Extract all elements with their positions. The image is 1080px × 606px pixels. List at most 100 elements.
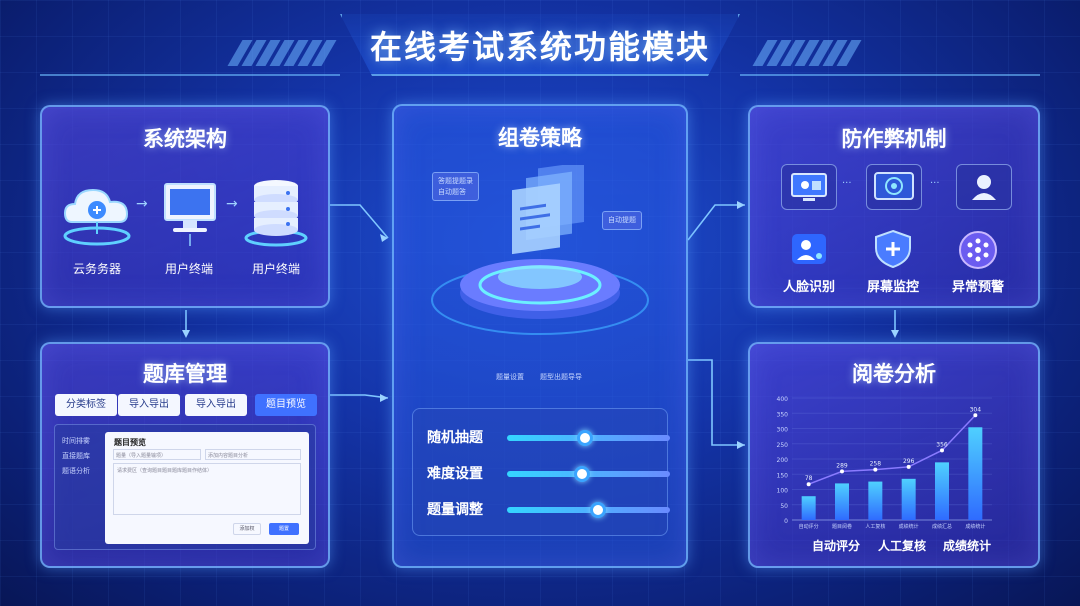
face-id-icon: [786, 230, 832, 270]
chart-trend-point: [873, 467, 878, 472]
video-monitor-icon: [791, 173, 827, 201]
slider-track-random[interactable]: [507, 430, 670, 446]
qb-button-preview[interactable]: 题目预览: [255, 394, 317, 416]
arch-item-cloud: 云务务器: [47, 178, 147, 277]
chart-data-label: 289: [836, 462, 848, 469]
title-line-right: [740, 74, 1040, 76]
qb-button-import-1[interactable]: 导入导出: [118, 394, 180, 416]
slider-label-difficulty: 难度设置: [427, 466, 483, 482]
chart-group-label: 成绩统计: [943, 539, 992, 553]
ac-box-camera: [781, 164, 837, 210]
alert-dots-icon: [955, 229, 1001, 271]
chart-data-label: 304: [970, 406, 982, 413]
chart-data-label: 258: [870, 461, 882, 468]
chart-trend-point: [806, 482, 811, 487]
strategy-bubble-right: 自动提题: [602, 211, 642, 230]
chart-category-label: 成绩汇总: [932, 523, 952, 530]
strategy-caption-left: 题量设置: [496, 373, 524, 381]
chart-ytick-label: 150: [777, 472, 789, 479]
chart-trend-point: [906, 464, 911, 469]
arch-label-monitor: 用户终端: [164, 262, 213, 276]
panel-title-architecture: 系统架构: [143, 127, 227, 151]
monitor-icon: [164, 183, 216, 246]
chart-ytick-label: 350: [777, 411, 789, 418]
chart-trend-point: [840, 469, 844, 474]
qb-card-title: 题目预览: [114, 438, 146, 447]
arrow-right-icon: →: [226, 196, 238, 212]
chart-bar: [835, 483, 849, 520]
arch-label-cloud: 云务务器: [72, 262, 121, 276]
slider-knob-difficulty[interactable]: [573, 466, 590, 482]
chart-category-label: 成绩统计: [899, 523, 919, 530]
arrow-right-icon: →: [136, 196, 148, 212]
panel-title-question-bank: 题库管理: [143, 362, 227, 386]
chart-ytick-label: 400: [777, 396, 789, 403]
qb-button-import-2[interactable]: 导入导出: [185, 394, 247, 416]
slider-knob-random[interactable]: [577, 430, 594, 446]
slider-track-difficulty[interactable]: [507, 466, 670, 482]
strategy-caption-right: 题型出题导导: [540, 373, 582, 381]
qb-side-item[interactable]: 直接题库: [62, 452, 90, 460]
chart-data-label: 296: [903, 458, 915, 465]
qb-card-field-2[interactable]: 添加内容题目分析: [205, 449, 301, 460]
ac-label-alert: 异常预警: [951, 280, 1004, 295]
chart-category-label: 题目阅卷: [832, 523, 852, 530]
chart-bar: [868, 481, 883, 520]
qb-preview-card: 题目预览 题量（导入题量输项） 添加内容题目分析 请求费区（查询题目题目题库题目…: [105, 432, 309, 544]
title-line-left: [40, 74, 340, 76]
score-chart: 0 50 100 150 200 250 300 350 400 78 自动评分 289 题目阅卷 25…: [777, 396, 992, 530]
chart-bar: [968, 427, 983, 520]
panel-title-anticheat: 防作弊机制: [841, 127, 947, 151]
ac-box-scan: [866, 164, 922, 210]
chart-ytick-label: 300: [777, 427, 789, 434]
chart-trend-line: [808, 414, 976, 485]
chart-ytick-label: 0: [784, 518, 788, 525]
slider-panel: 随机抽题 难度设置 题量调整: [412, 408, 670, 536]
page-title: 在线考试系统功能模块: [369, 28, 710, 66]
panel-title-analysis: 阅卷分析: [852, 362, 936, 386]
user-icon: [972, 175, 996, 200]
chart-bar: [935, 462, 949, 520]
ac-box-user: [956, 164, 1012, 210]
chart-bar: [801, 496, 816, 520]
chart-ytick-label: 200: [777, 457, 789, 464]
chart-group-label: 人工复核: [878, 539, 927, 553]
ac-label-screen: 屏幕监控: [866, 280, 919, 295]
dots-connector-icon: ···: [842, 178, 852, 189]
shield-plus-icon: [870, 228, 916, 270]
paper-stack-illustration: [431, 165, 649, 335]
qb-card-field-1[interactable]: 题量（导入题量输项）: [113, 449, 201, 460]
chart-trend-point: [973, 413, 978, 418]
slider-quantity: 题量调整: [427, 499, 670, 519]
qb-button-tags[interactable]: 分类标签: [55, 394, 117, 416]
chart-trend-point: [940, 448, 944, 453]
slider-label-quantity: 题量调整: [427, 502, 483, 518]
qb-side-item[interactable]: 题语分析: [62, 467, 90, 475]
chart-category-label: 成绩统计: [965, 523, 985, 530]
slider-track-quantity[interactable]: [507, 502, 670, 518]
database-icon: [244, 180, 308, 247]
chart-ytick-label: 250: [777, 442, 789, 449]
qb-side-item[interactable]: 时间排雾: [62, 437, 90, 445]
arch-item-monitor: 用户终端: [139, 178, 239, 277]
slider-difficulty: 难度设置: [427, 463, 670, 483]
chart-ytick-label: 100: [777, 488, 789, 495]
chart-group-label: 自动评分: [812, 539, 861, 553]
chart-data-label: 356: [936, 441, 948, 448]
strategy-bubble-left: 答题提题录 自动题答: [432, 172, 479, 201]
title-banner: 在线考试系统功能模块: [340, 14, 740, 76]
qb-card-ok-button[interactable]: 题置: [269, 523, 299, 535]
qb-card-body[interactable]: 请求费区（查询题目题目题库题目作结体）: [113, 463, 301, 515]
slider-label-random: 随机抽题: [427, 430, 483, 446]
panel-analysis: 阅卷分析: [748, 342, 1040, 568]
chart-ytick-label: 50: [780, 503, 788, 510]
chart-data-label: 78: [805, 475, 813, 482]
slider-random: 随机抽题: [427, 427, 670, 447]
slider-knob-quantity[interactable]: [590, 502, 607, 518]
cloud-server-icon: [63, 188, 131, 246]
chart-category-label: 自动评分: [799, 523, 819, 530]
chart-bar: [901, 478, 916, 520]
qb-card-cancel-button[interactable]: 添加权: [233, 523, 261, 535]
face-scan-icon: [874, 172, 914, 200]
